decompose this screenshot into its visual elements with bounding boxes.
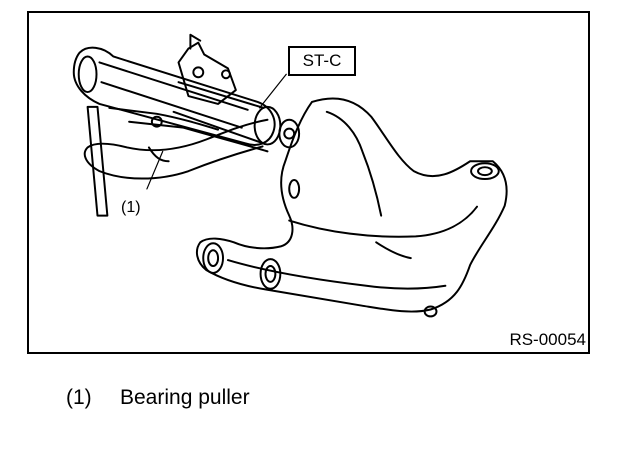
lateral-arm-outline [83,118,269,180]
tool-label-leader [258,73,287,109]
figure-code: RS-00054 [509,330,586,349]
puller-handle [86,105,109,217]
legend-number: (1) [66,386,92,409]
tool-label-text: ST-C [302,51,342,70]
legend-text: Bearing puller [120,386,250,409]
crossmember-outline [195,97,508,313]
legend-item: (1) Bearing puller [66,386,250,410]
callout-leader [146,150,164,190]
bearing-puller-body [72,46,276,146]
suspension-crossmember-drawing [72,33,508,318]
tool-cylinder [253,105,282,146]
puller-bracket [177,41,237,105]
tool-label-st-c: ST-C [288,46,356,76]
callout-number-1: (1) [121,199,141,216]
figure-frame: ST-C (1) RS-00054 [27,11,590,354]
